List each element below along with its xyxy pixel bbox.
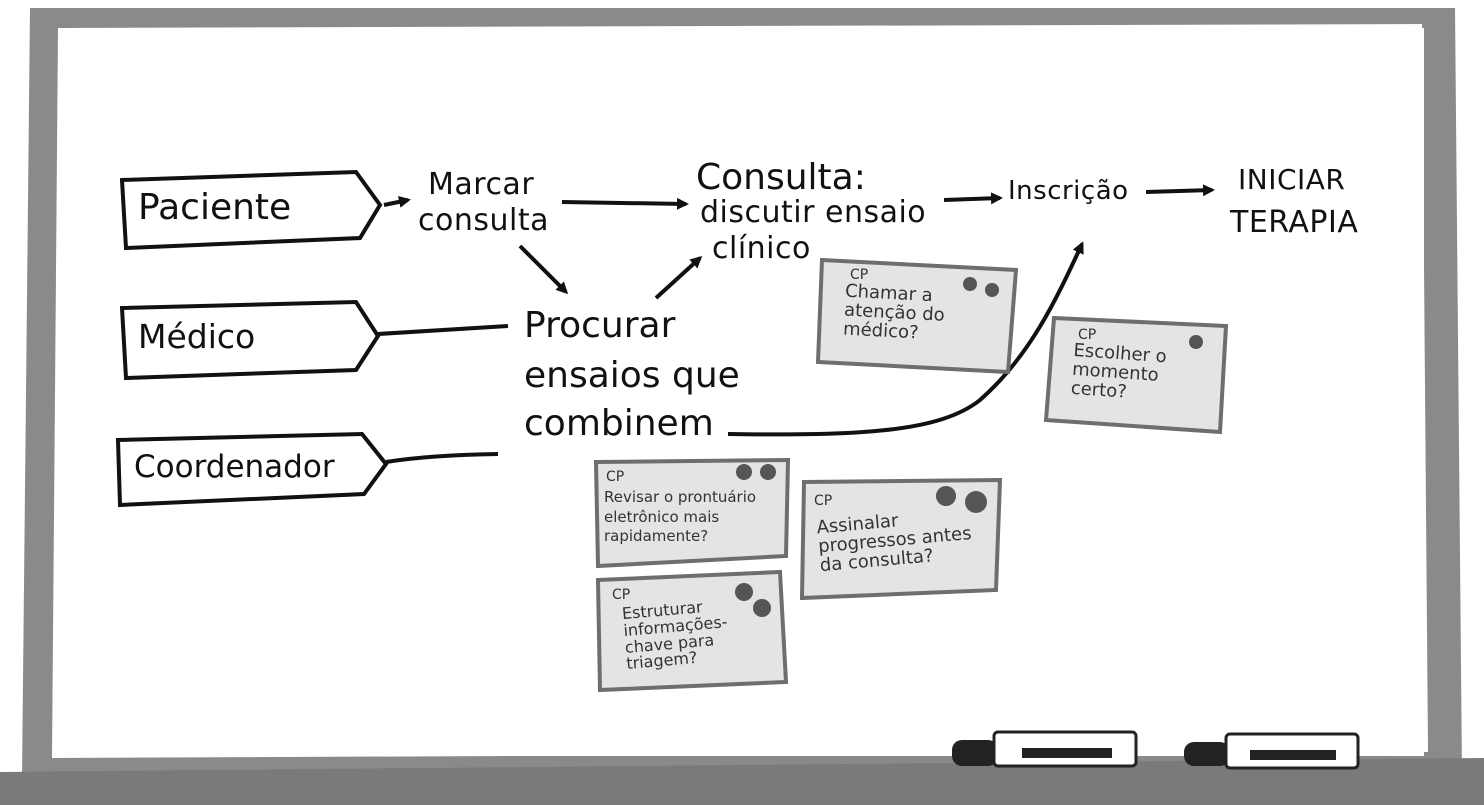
magnet-icon xyxy=(936,486,956,506)
actor-tag-paciente xyxy=(119,169,383,251)
magnet-icon xyxy=(760,464,776,480)
actor-tag-medico xyxy=(119,299,381,381)
magnet-icon xyxy=(736,464,752,480)
note-tag: CP xyxy=(814,493,833,509)
marker-tray xyxy=(0,758,1484,805)
step-consulta-line3: clínico xyxy=(712,231,811,266)
note-tag: CP xyxy=(606,469,625,485)
note-text-escolher: Escolher o momento certo? xyxy=(1070,339,1168,403)
step-marcar-line1: Marcar xyxy=(428,167,535,202)
arrow-consulta-inscricao xyxy=(943,192,1003,205)
step-iniciar-line1: INICIAR xyxy=(1238,163,1346,196)
step-procurar-line3: combinem xyxy=(524,403,714,444)
step-inscricao: Inscrição xyxy=(1008,176,1129,206)
sticky-note-revisar xyxy=(593,457,791,569)
arrow-combinem-inscricao xyxy=(727,241,1084,437)
arrow-marcar-procurar xyxy=(518,244,569,295)
actor-label-medico: Médico xyxy=(138,317,256,356)
note-text-chamar: Chamar a atenção do médico? xyxy=(842,280,946,344)
note-tag: CP xyxy=(850,267,869,283)
step-procurar-line1: Procurar xyxy=(524,305,676,346)
note-text-revisar: Revisar o prontuário eletrônico mais rap… xyxy=(604,488,757,545)
step-procurar-line2: ensaios que xyxy=(524,355,740,396)
note-tag: CP xyxy=(1078,327,1097,343)
arrow-inscricao-iniciar xyxy=(1145,184,1215,197)
arrow-marcar-consulta xyxy=(561,197,689,210)
marker-icon[interactable] xyxy=(1184,732,1360,770)
step-marcar-line2: consulta xyxy=(418,203,549,238)
line-coordenador-procurar xyxy=(385,452,499,464)
actor-label-paciente: Paciente xyxy=(138,187,292,228)
note-text-estruturar: Estruturar informações-chave para triage… xyxy=(621,597,729,674)
magnet-icon xyxy=(963,277,977,291)
magnet-icon xyxy=(1189,335,1203,349)
sticky-note-chamar xyxy=(815,257,1019,375)
arrow-procurar-consulta xyxy=(654,255,703,300)
magnet-icon xyxy=(735,583,753,601)
actor-tag-coordenador xyxy=(115,431,389,508)
step-consulta-line2: discutir ensaio xyxy=(700,195,927,230)
line-medico-procurar xyxy=(377,324,509,336)
magnet-icon xyxy=(965,491,987,513)
marker-icon[interactable] xyxy=(952,730,1138,768)
sticky-note-assinalar xyxy=(799,477,1003,601)
magnet-icon xyxy=(753,599,771,617)
step-consulta-line1: Consulta: xyxy=(696,157,866,198)
sticky-note-escolher xyxy=(1043,315,1229,435)
note-tag: CP xyxy=(612,587,631,603)
arrow-paciente-marcar xyxy=(383,195,411,208)
step-iniciar-line2: TERAPIA xyxy=(1230,205,1359,240)
sticky-note-estruturar xyxy=(595,569,789,693)
magnet-icon xyxy=(985,283,999,297)
actor-label-coordenador: Coordenador xyxy=(134,449,335,485)
